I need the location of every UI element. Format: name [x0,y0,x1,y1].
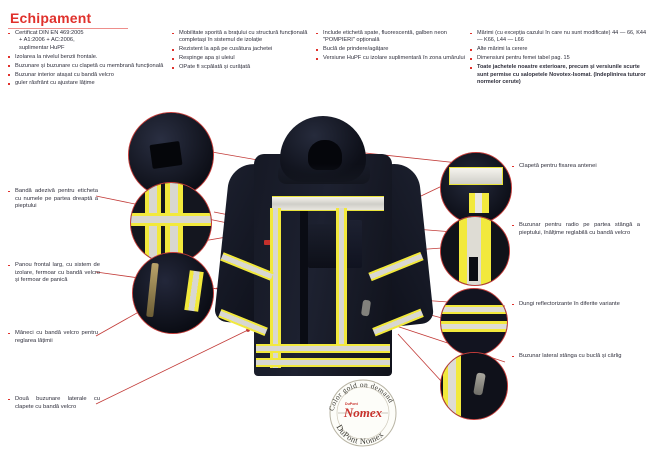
callout-text: Două buzunare laterale cu clapete cu ban… [8,396,100,411]
feature-columns: Certificat DIN EN 469:2005 + A1:2006 + A… [0,30,650,122]
callout-antenna-flap: Clapetă pentru fixarea antenei [512,163,638,171]
list-item: Respinge apa și uleiul [172,55,314,62]
reflective-band-hem-upper [256,344,390,353]
detail-bubble-radio-pocket [440,216,510,286]
feature-list-1: Certificat DIN EN 469:2005 + A1:2006 + A… [8,30,168,88]
reflective-band-chest [272,196,384,211]
jacket-radio-pocket [342,220,362,268]
variant-stripe-1 [441,305,507,314]
callout-text: Bandă adezivă pentru eticheta cu numele … [8,188,98,211]
collar-detail-shape [149,141,183,169]
detail-bubble-antenna-flap [440,152,512,224]
list-item: Alte mărimi la cerere [470,46,646,53]
list-item: guler răsfrânt cu ajustare lățime [8,80,168,87]
title-underline [8,28,128,29]
callout-text: Mâneci cu bandă velcro pentru reglarea l… [8,330,98,345]
dupont-mark: DuPont [345,402,358,406]
reflective-stripe-right [336,208,347,348]
list-item: Izolarea la nivelul benzii frontale. [8,54,168,61]
feature-list-3: Include etichetă spate, fluorescentă, ga… [316,30,466,63]
jacket-front-placket [300,208,308,348]
feature-list-4: Mărimi (cu excepția cazului în care nu s… [470,30,646,86]
antenna-flap-stripe [469,193,489,213]
bullet-subline: + A1:2006 + AC:2006, [19,37,75,44]
callout-text: Dungi reflectorizante în diferite varian… [512,301,644,309]
feature-column-4: Mărimi (cu excepția cazului în care nu s… [470,30,646,88]
reflective-stripe-left [270,208,281,368]
firefighter-jacket-image [213,112,435,412]
seal-ring: Color gold on demand DuPont Nomex [327,379,397,447]
variant-stripe-2 [441,321,507,332]
feature-list-2: Mobilitate sporită a brațului cu structu… [172,30,314,72]
list-item: Dimensiuni pentru femei tabel pag. 15 [470,55,646,62]
detail-bubble-side-pocket-hook [440,352,508,420]
jacket-chest-pocket [308,224,338,268]
nomex-certification-seal: Color gold on demand DuPont Nomex DuPont… [325,375,401,451]
jacket-collar [278,164,370,184]
callout-reflective-stripes: Dungi reflectorizante în diferite varian… [512,301,644,309]
callout-text: Panou frontal larg, cu sistem de izolare… [8,262,100,285]
callout-sleeves-velcro: Mâneci cu bandă velcro pentru reglarea l… [8,330,98,345]
callout-front-panel: Panou frontal larg, cu sistem de izolare… [8,262,100,285]
feature-column-1: Certificat DIN EN 469:2005 + A1:2006 + A… [8,30,168,89]
bullet-subline: suplimentar HuPF [19,44,65,51]
radio-pocket-slot [469,257,478,281]
bullet-text: Certificat DIN EN 469:2005 [15,30,84,36]
callout-left-side-pocket: Buzunar lateral stânga cu buclă și cârli… [512,353,638,361]
antenna-flap-band [449,167,503,185]
callout-name-tape: Bandă adezivă pentru eticheta cu numele … [8,188,98,211]
list-item: OPate fi scpălată și curățată [172,64,314,71]
list-item: Mobilitate sporită a brațului cu structu… [172,30,314,45]
list-item: Include etichetă spate, fluorescentă, ga… [316,30,466,45]
reflective-band-hem-lower [256,358,390,367]
detail-bubble-zipper [132,252,214,334]
callout-side-pockets: Două buzunare laterale cu clapete cu ban… [8,396,100,411]
list-item: Buzunare și buzunare cu clapetă cu membr… [8,63,168,70]
list-item: Certificat DIN EN 469:2005 + A1:2006 + A… [8,30,168,52]
list-item: Rezistent la apă pe cusătura jachetei [172,46,314,53]
bubble-horizontal-stripe [131,213,211,226]
side-pocket-stripe [443,353,461,419]
list-item: Buzunar interior atașat cu bandă velcro [8,72,168,79]
callout-radio-pocket: Buzunar pentru radio pe partea stângă a … [512,222,640,237]
callout-text: Buzunar pentru radio pe partea stângă a … [512,222,640,237]
detail-bubble-reflective-cross [130,182,212,264]
list-item: Versiune HuPF cu izolare suplimentară în… [316,55,466,62]
detail-bubble-reflective-variants [440,288,508,356]
feature-column-3: Include etichetă spate, fluorescentă, ga… [316,30,466,64]
list-item: Mărimi (cu excepția cazului în care nu s… [470,30,646,45]
list-item-highlight: Toate jachetele noastre exterioare, prec… [470,64,646,86]
page-title: Echipament [10,10,92,26]
nomex-brand-text: Nomex [343,405,383,420]
list-item: Buclă de prindere/agățare [316,46,466,53]
feature-column-2: Mobilitate sporită a brațului cu structu… [172,30,314,73]
callout-text: Clapetă pentru fixarea antenei [512,163,638,171]
callout-text: Buzunar lateral stânga cu buclă și cârli… [512,353,638,361]
